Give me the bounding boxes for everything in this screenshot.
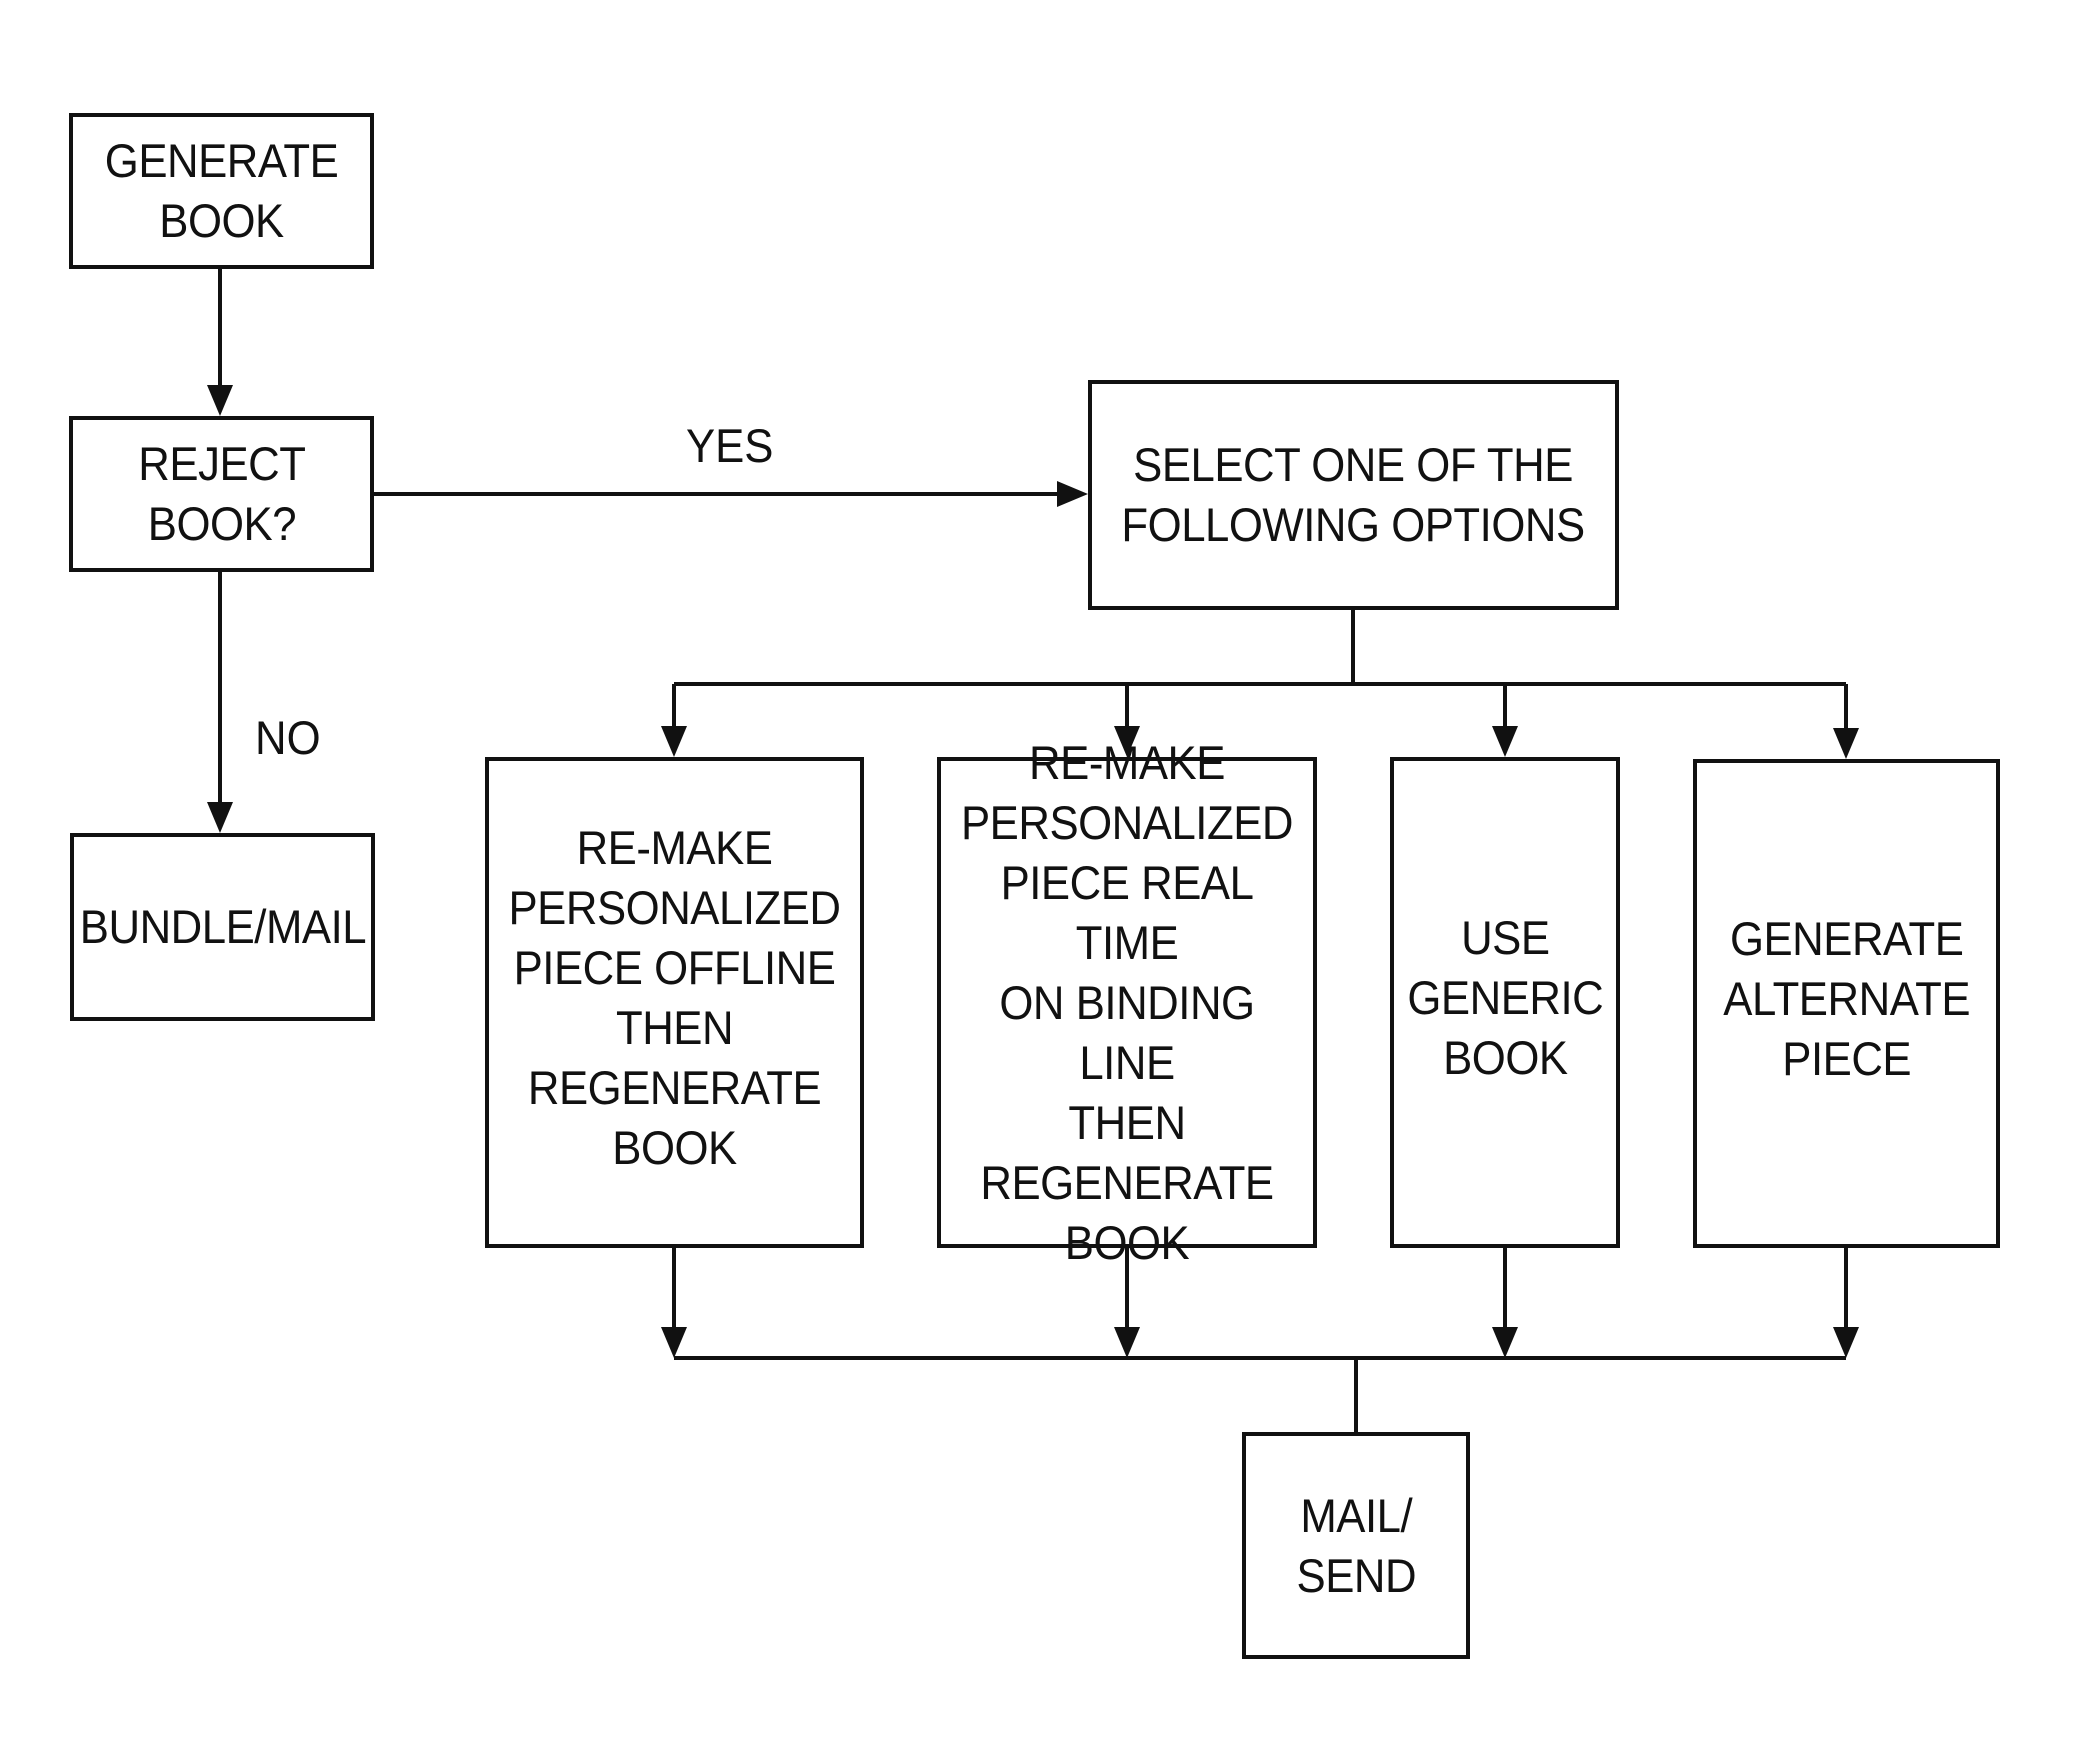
node-select-options: SELECT ONE OF THE FOLLOWING OPTIONS bbox=[1088, 380, 1619, 610]
node-use-generic: USE GENERIC BOOK bbox=[1390, 757, 1620, 1248]
node-remake-offline-label: RE-MAKE PERSONALIZED PIECE OFFLINE THEN … bbox=[508, 818, 840, 1178]
node-remake-offline: RE-MAKE PERSONALIZED PIECE OFFLINE THEN … bbox=[485, 757, 864, 1248]
node-mail-send: MAIL/ SEND bbox=[1242, 1432, 1470, 1659]
arrowhead-to-use-generic bbox=[1492, 726, 1518, 757]
arrowhead-merge-3 bbox=[1492, 1327, 1518, 1358]
node-generate-alternate-label: GENERATE ALTERNATE PIECE bbox=[1723, 909, 1970, 1089]
node-reject-book-label: REJECT BOOK? bbox=[138, 434, 305, 554]
node-use-generic-label: USE GENERIC BOOK bbox=[1407, 908, 1603, 1088]
edge-label-no: NO bbox=[255, 712, 321, 764]
arrowhead-to-bundle bbox=[207, 802, 233, 833]
node-generate-book-label: GENERATE BOOK bbox=[105, 131, 338, 251]
arrowhead-merge-2 bbox=[1114, 1327, 1140, 1358]
arrowhead-to-select bbox=[1057, 481, 1088, 507]
node-reject-book: REJECT BOOK? bbox=[69, 416, 374, 572]
arrowhead-to-generate-alternate bbox=[1833, 728, 1859, 759]
edge-label-yes: YES bbox=[686, 420, 773, 472]
arrowhead-merge-1 bbox=[661, 1327, 687, 1358]
arrowhead-merge-4 bbox=[1833, 1327, 1859, 1358]
node-mail-send-label: MAIL/ SEND bbox=[1296, 1486, 1416, 1606]
node-remake-realtime-label: RE-MAKE PERSONALIZED PIECE REAL TIME ON … bbox=[954, 733, 1300, 1273]
node-bundle-mail: BUNDLE/MAIL bbox=[70, 833, 375, 1021]
node-generate-alternate: GENERATE ALTERNATE PIECE bbox=[1693, 759, 2000, 1248]
node-bundle-mail-label: BUNDLE/MAIL bbox=[79, 897, 365, 957]
arrowhead-to-reject bbox=[207, 385, 233, 416]
arrowhead-to-remake-offline bbox=[661, 726, 687, 757]
node-remake-realtime: RE-MAKE PERSONALIZED PIECE REAL TIME ON … bbox=[937, 757, 1317, 1248]
node-select-options-label: SELECT ONE OF THE FOLLOWING OPTIONS bbox=[1122, 435, 1585, 555]
node-generate-book: GENERATE BOOK bbox=[69, 113, 374, 269]
